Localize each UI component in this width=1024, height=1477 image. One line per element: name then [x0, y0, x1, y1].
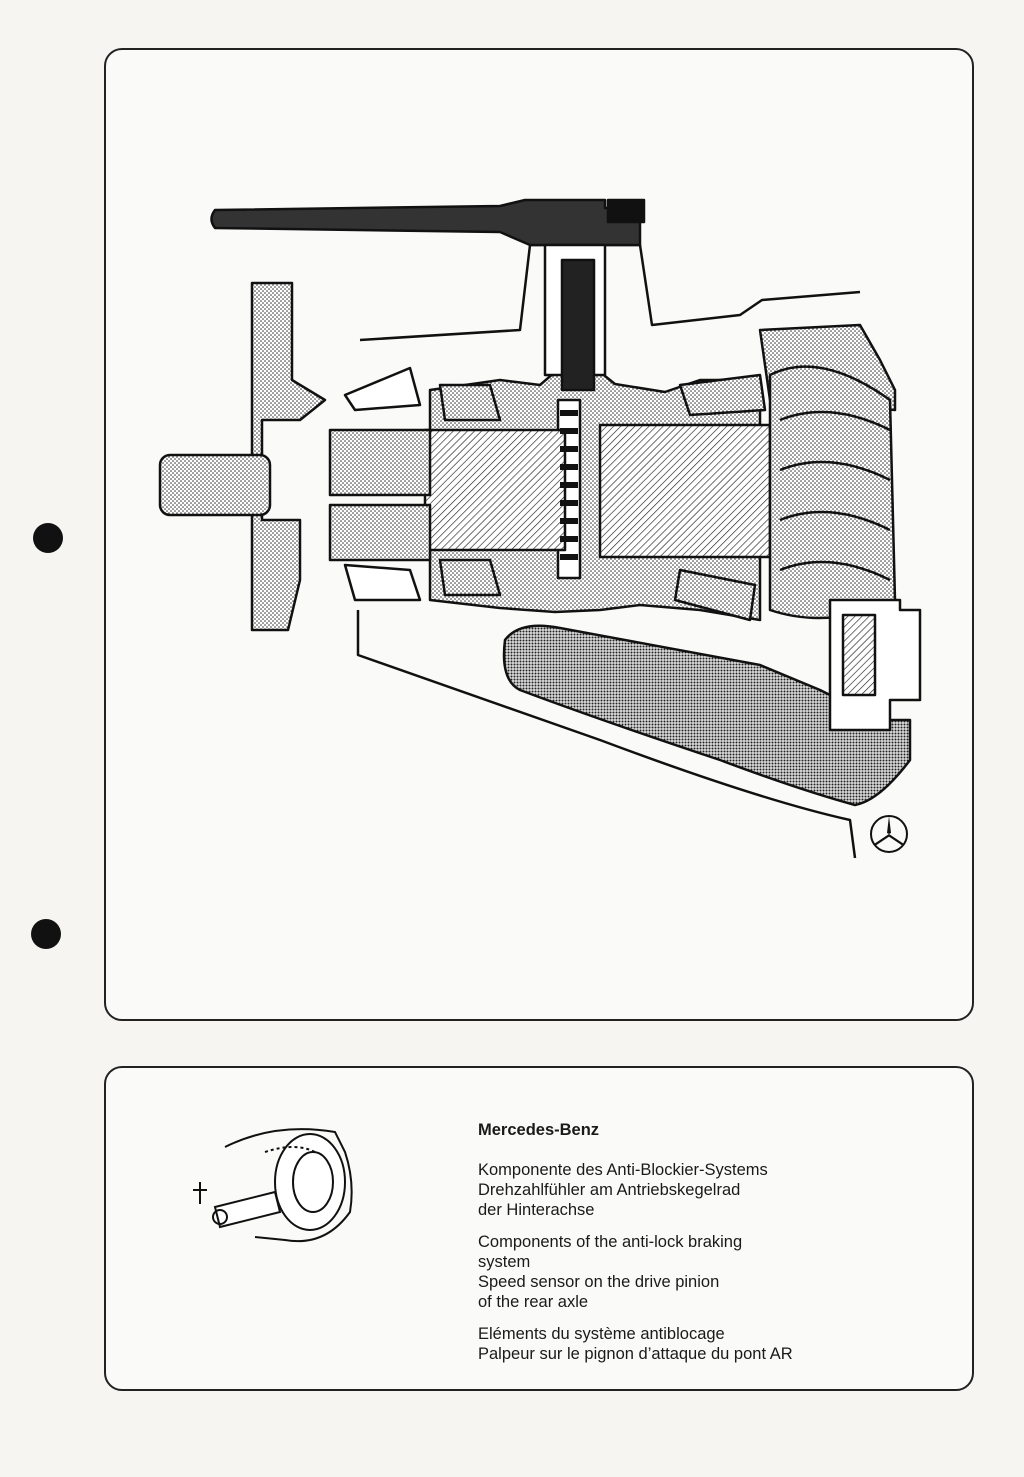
punch-hole-bottom: [31, 919, 61, 949]
caption-german: Komponente des Anti-Blockier-Systems Dre…: [478, 1160, 948, 1220]
punch-hole-top: [33, 523, 63, 553]
caption: Mercedes-Benz Komponente des Anti-Blocki…: [478, 1120, 948, 1376]
caption-line: system: [478, 1253, 531, 1271]
caption-line: der Hinterachse: [478, 1201, 595, 1219]
mercedes-star-icon: [870, 815, 908, 853]
caption-line: Komponente des Anti-Blockier-Systems: [478, 1161, 768, 1179]
caption-english: Components of the anti-lock braking syst…: [478, 1232, 948, 1312]
caption-line: Palpeur sur le pignon d’attaque du pont …: [478, 1345, 793, 1363]
caption-line: Speed sensor on the drive pinion: [478, 1273, 720, 1291]
caption-line: Components of the anti-lock braking: [478, 1233, 743, 1251]
caption-line: Drehzahlfühler am Antriebskegelrad: [478, 1181, 741, 1199]
caption-line: Eléments du système antiblocage: [478, 1325, 725, 1343]
caption-french: Eléments du système antiblocage Palpeur …: [478, 1324, 948, 1364]
caption-frame: [104, 1066, 974, 1391]
caption-line: of the rear axle: [478, 1293, 589, 1311]
caption-brand: Mercedes-Benz: [478, 1121, 600, 1139]
axle-pinion-thumbnail-icon: [193, 1128, 353, 1243]
